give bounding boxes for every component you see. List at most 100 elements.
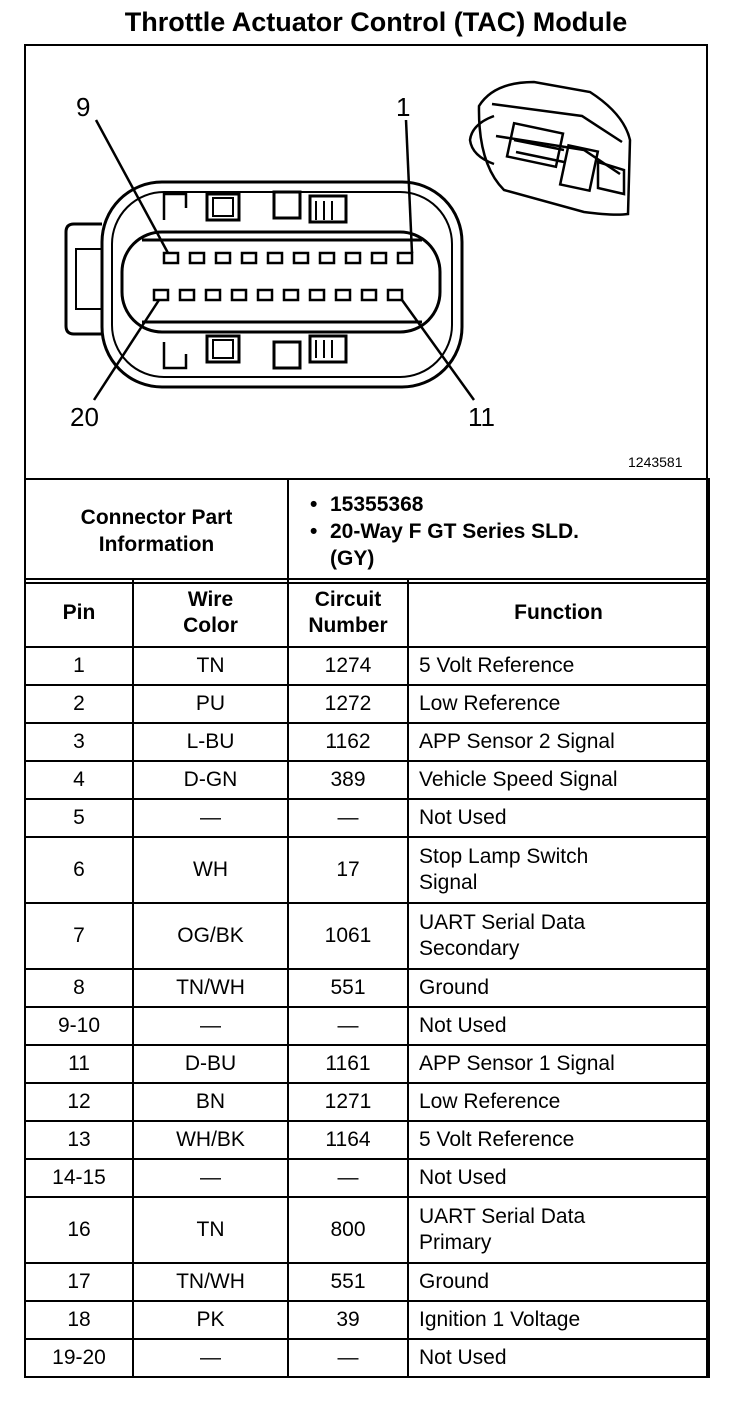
circuit-number-cell: 1164 — [287, 1120, 409, 1160]
function-cell: Not Used — [407, 798, 710, 838]
wire-color-cell: WH/BK — [132, 1120, 289, 1160]
pinout-table: Pin Wire Color Circuit Number Function 1… — [24, 578, 710, 1378]
wire-color-cell: D-BU — [132, 1044, 289, 1084]
wire-color-cell: WH — [132, 836, 289, 904]
circuit-number-cell: — — [287, 1006, 409, 1046]
circuit-number-cell: 800 — [287, 1196, 409, 1264]
figure-number: 1243581 — [628, 454, 683, 470]
header-function: Function — [407, 578, 710, 648]
pin-cell: 7 — [24, 902, 134, 970]
pinout-header-row: Pin Wire Color Circuit Number Function — [24, 578, 710, 648]
pin-cell: 12 — [24, 1082, 134, 1122]
connector-description: 20-Way F GT Series SLD. (GY) — [310, 518, 600, 572]
function-cell: APP Sensor 2 Signal — [407, 722, 710, 762]
leader-line-pin-11 — [400, 299, 476, 401]
circuit-number-cell: 39 — [287, 1300, 409, 1340]
function-cell: Not Used — [407, 1338, 710, 1378]
wire-color-cell: D-GN — [132, 760, 289, 800]
pin-label-20: 20 — [70, 402, 99, 432]
circuit-number-cell: 551 — [287, 968, 409, 1008]
function-cell: APP Sensor 1 Signal — [407, 1044, 710, 1084]
wire-color-cell: — — [132, 1338, 289, 1378]
circuit-number-cell: 1272 — [287, 684, 409, 724]
circuit-number-cell: 389 — [287, 760, 409, 800]
function-cell: UART Serial Data Secondary — [407, 902, 710, 970]
pin-label-11: 11 — [468, 402, 495, 432]
wire-color-cell: OG/BK — [132, 902, 289, 970]
pin-cell: 16 — [24, 1196, 134, 1264]
circuit-number-cell: 1274 — [287, 646, 409, 686]
connector-diagram — [64, 80, 632, 401]
circuit-number-cell: 551 — [287, 1262, 409, 1302]
circuit-number-cell: 1162 — [287, 722, 409, 762]
header-wire-color: Wire Color — [132, 578, 289, 648]
circuit-number-cell: — — [287, 1338, 409, 1378]
function-cell: Not Used — [407, 1006, 710, 1046]
connector-part-number: 15355368 — [310, 491, 707, 518]
wire-color-cell: TN — [132, 646, 289, 686]
pin-cell: 3 — [24, 722, 134, 762]
circuit-number-cell: — — [287, 1158, 409, 1198]
function-cell: 5 Volt Reference — [407, 646, 710, 686]
pin-cell: 4 — [24, 760, 134, 800]
wire-color-cell: PK — [132, 1300, 289, 1340]
pin-cell: 1 — [24, 646, 134, 686]
table-row: 9-10——Not Used — [24, 1006, 710, 1046]
connector-housing — [100, 180, 464, 389]
leader-line-pin-1 — [404, 119, 414, 254]
pin-cell: 2 — [24, 684, 134, 724]
function-cell: 5 Volt Reference — [407, 1120, 710, 1160]
pin-cell: 13 — [24, 1120, 134, 1160]
table-row: 19-20——Not Used — [24, 1338, 710, 1378]
wire-color-cell: — — [132, 798, 289, 838]
connector-perspective-icon — [468, 80, 632, 216]
connector-info-label: Connector Part Information — [24, 478, 289, 584]
pin-cell: 14-15 — [24, 1158, 134, 1198]
pin-cell: 18 — [24, 1300, 134, 1340]
function-cell: Ignition 1 Voltage — [407, 1300, 710, 1340]
pin-label-1: 1 — [396, 92, 411, 122]
wire-color-cell: TN/WH — [132, 1262, 289, 1302]
pin-cell: 5 — [24, 798, 134, 838]
circuit-number-cell: 1271 — [287, 1082, 409, 1122]
pin-cell: 17 — [24, 1262, 134, 1302]
function-cell: Low Reference — [407, 684, 710, 724]
wire-color-cell: — — [132, 1158, 289, 1198]
pin-label-9: 9 — [76, 92, 91, 122]
wire-color-cell: PU — [132, 684, 289, 724]
header-pin: Pin — [24, 578, 134, 648]
connector-info-values: 15355368 20-Way F GT Series SLD. (GY) — [287, 478, 710, 584]
function-cell: UART Serial Data Primary — [407, 1196, 710, 1264]
pin-cell: 8 — [24, 968, 134, 1008]
circuit-number-cell: 1161 — [287, 1044, 409, 1084]
function-cell: Ground — [407, 1262, 710, 1302]
pin-cell: 9-10 — [24, 1006, 134, 1046]
header-circuit-number: Circuit Number — [287, 578, 409, 648]
function-cell: Not Used — [407, 1158, 710, 1198]
function-cell: Ground — [407, 968, 710, 1008]
circuit-number-cell: — — [287, 798, 409, 838]
wire-color-cell: — — [132, 1006, 289, 1046]
wire-color-cell: TN — [132, 1196, 289, 1264]
pin-cell: 11 — [24, 1044, 134, 1084]
wire-color-cell: BN — [132, 1082, 289, 1122]
function-cell: Vehicle Speed Signal — [407, 760, 710, 800]
function-cell: Stop Lamp Switch Signal — [407, 836, 710, 904]
table-row: 5——Not Used — [24, 798, 710, 838]
pin-row-top — [162, 251, 414, 265]
wire-color-cell: TN/WH — [132, 968, 289, 1008]
table-row: 14-15——Not Used — [24, 1158, 710, 1198]
pin-cavity — [120, 230, 442, 334]
